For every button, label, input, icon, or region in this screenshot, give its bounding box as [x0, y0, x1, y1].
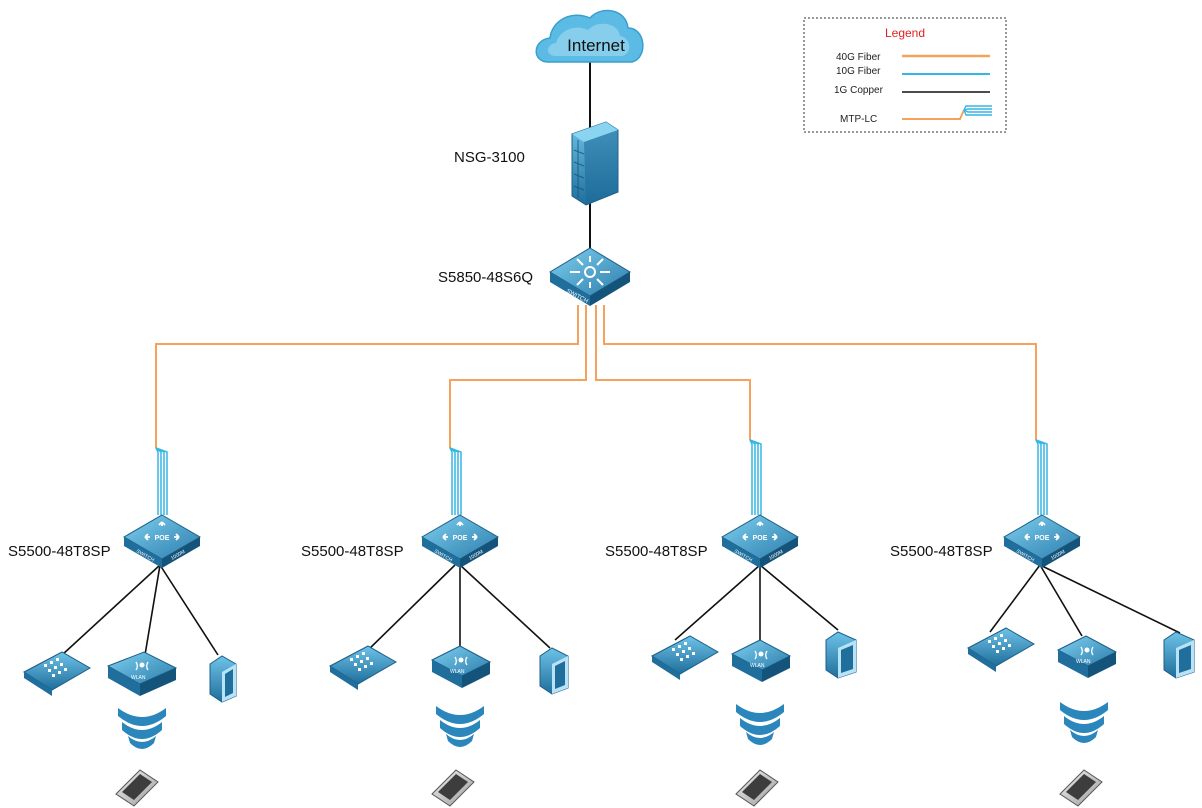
- firewall-icon: [571, 121, 619, 206]
- desktop-pc-icon[interactable]: [1163, 631, 1195, 679]
- access-switch-icon: [721, 514, 799, 568]
- endpoints-group-1: WLAN: [23, 651, 237, 807]
- internet-label: Internet: [567, 36, 625, 55]
- wlan-badge: WLAN: [750, 663, 765, 669]
- endpoints-group-3: WLAN: [651, 631, 857, 807]
- poe-badge: POE: [453, 535, 468, 542]
- desktop-pc-icon[interactable]: [825, 631, 857, 679]
- access-switch-1[interactable]: POE SWITCH 1000M S5500-48T8SP: [8, 514, 201, 568]
- legend-label-copper: 1G Copper: [834, 85, 884, 96]
- ip-phone-icon[interactable]: [23, 651, 92, 696]
- wifi-signal-icon: [1060, 702, 1108, 743]
- wireless-ap-icon[interactable]: WLAN: [430, 645, 492, 688]
- legend-title: Legend: [885, 26, 925, 40]
- copper-links-endpoints: [61, 564, 1181, 656]
- poe-badge: POE: [1035, 535, 1050, 542]
- access-switch-icon: [123, 514, 201, 568]
- access-switch-label: S5500-48T8SP: [301, 543, 404, 560]
- wifi-signal-icon: [118, 708, 166, 749]
- access-switch-label: S5500-48T8SP: [8, 543, 111, 560]
- legend-label-10g: 10G Fiber: [836, 66, 881, 77]
- smartphone-icon[interactable]: [735, 769, 779, 807]
- ip-phone-icon[interactable]: [967, 627, 1036, 672]
- access-switch-2[interactable]: POE SWITCH 1000M S5500-48T8SP: [301, 514, 499, 568]
- smartphone-icon[interactable]: [431, 769, 475, 807]
- wifi-signal-icon: [436, 706, 484, 747]
- desktop-pc-icon[interactable]: [539, 647, 569, 695]
- access-switch-4[interactable]: POE SWITCH 1000M S5500-48T8SP: [890, 514, 1081, 568]
- wireless-ap-icon[interactable]: WLAN: [730, 639, 792, 682]
- wireless-ap-icon[interactable]: WLAN: [1056, 635, 1118, 678]
- access-switch-3[interactable]: POE SWITCH 1000M S5500-48T8SP: [605, 514, 799, 568]
- poe-badge: POE: [753, 535, 768, 542]
- legend-label-mtplc: MTP-LC: [840, 114, 877, 125]
- legend: Legend 40G Fiber 10G Fiber 1G Copper MTP…: [803, 17, 1007, 133]
- ip-phone-icon[interactable]: [651, 635, 720, 680]
- core-switch-icon: [549, 247, 631, 306]
- access-switch-label: S5500-48T8SP: [605, 543, 708, 560]
- ip-phone-icon[interactable]: [329, 645, 398, 690]
- cloud-icon: [535, 9, 644, 63]
- internet-cloud[interactable]: Internet: [535, 9, 644, 63]
- endpoints-group-4: WLAN: [967, 627, 1195, 807]
- legend-swatch-mtplc: [902, 105, 992, 120]
- fiber-40g-uplinks: [155, 305, 1037, 448]
- firewall-device[interactable]: NSG-3100: [454, 121, 619, 206]
- smartphone-icon[interactable]: [115, 769, 159, 807]
- wlan-badge: WLAN: [1076, 659, 1091, 665]
- firewall-label: NSG-3100: [454, 149, 525, 166]
- wlan-badge: WLAN: [450, 669, 465, 675]
- core-switch-label: S5850-48S6Q: [438, 269, 533, 286]
- access-switch-label: S5500-48T8SP: [890, 543, 993, 560]
- legend-label-40g: 40G Fiber: [836, 52, 881, 63]
- desktop-pc-icon[interactable]: [209, 655, 237, 703]
- access-switch-icon: [1003, 514, 1081, 568]
- endpoints-group-2: WLAN: [329, 645, 569, 807]
- access-switch-icon: [421, 514, 499, 568]
- wlan-badge: WLAN: [131, 675, 146, 681]
- wireless-ap-icon[interactable]: WLAN: [106, 651, 178, 696]
- smartphone-icon[interactable]: [1059, 769, 1103, 807]
- fiber-10g-breakouts: [155, 439, 1048, 515]
- wifi-signal-icon: [736, 704, 784, 745]
- core-switch[interactable]: SWITCH S5850-48S6Q: [438, 247, 631, 306]
- poe-badge: POE: [155, 535, 170, 542]
